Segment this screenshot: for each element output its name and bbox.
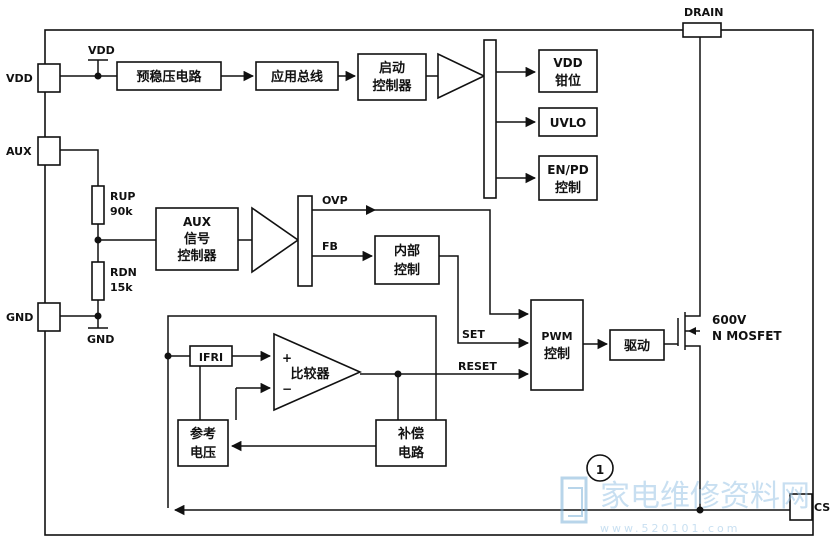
vref-label-1: 参考 [190,426,216,442]
enpd-label-2: 控制 [555,180,581,196]
pwm-label-2: 控制 [544,346,570,362]
preregulator-label: 预稳压电路 [136,69,202,85]
aux-bus [297,195,313,287]
fb-label: FB [322,240,338,253]
aux-divider: RUP 90k RDN 15k [60,149,156,316]
uvlo-label: UVLO [550,116,586,130]
vdd-node-label: VDD [88,44,115,57]
chip-outline [44,29,814,536]
pin-drain: DRAIN [682,6,723,38]
startup-label-1: 启动 [379,60,405,76]
driver-label: 驱动 [624,339,650,354]
app-bus-block: 应用总线 [255,61,339,91]
app-bus-label: 应用总线 [271,69,323,85]
aux-buffer [251,206,300,274]
enpd-block: EN/PD 控制 [538,155,598,201]
pin-vdd: VDD [6,63,61,93]
ifri-label: IFRI [199,351,223,364]
rdn-label: RDN [110,266,137,279]
vdd-node: VDD [60,44,117,80]
rdn-value: 15k [110,281,133,294]
startup-label-2: 控制器 [372,78,412,94]
pin-aux-label: AUX [6,145,32,158]
resistor-rup [91,185,105,225]
gnd-node-label: GND [87,333,114,346]
marker-1-label: 1 [596,463,604,477]
internal-control-block: 内部 控制 [374,235,440,285]
enpd-label-1: EN/PD [547,163,588,177]
gnd-node: GND [60,312,114,346]
internal-label-2: 控制 [394,262,420,278]
pin-cs-label: CS [814,501,830,514]
pin-cs: CS [789,493,830,521]
set-label: SET [462,328,485,341]
ovp-label: OVP [322,194,348,207]
pwm-label-1: PWM [541,330,572,343]
rup-value: 90k [110,205,133,218]
startup-buffer [437,52,486,100]
reference-voltage-block: 参考 电压 [177,419,229,467]
aux-ctrl-label-2: 信号 [184,231,210,247]
pin-vdd-label: VDD [6,72,33,85]
marker-1: 1 [586,454,614,482]
pin-drain-label: DRAIN [684,6,723,19]
resistor-rdn [91,261,105,301]
watermark-logo-icon [560,476,588,524]
internal-label-1: 内部 [394,243,420,259]
rup-label: RUP [110,190,135,203]
comp-minus: − [282,382,292,396]
aux-ctrl-label-3: 控制器 [177,248,217,264]
startup-controller-block: 启动 控制器 [357,53,427,101]
uvlo-block: UVLO [538,107,598,137]
mosfet-symbol: 600V N MOSFET [677,37,782,510]
aux-controller-block: AUX 信号 控制器 [155,207,239,271]
vref-label-2: 电压 [190,445,216,461]
preregulator-block: 预稳压电路 [116,61,222,91]
driver-block: 驱动 [609,329,665,361]
watermark-url: www.520101.com [600,522,740,535]
watermark-text: 家电维修资料网 [600,479,810,514]
ifri-block: IFRI [189,345,233,367]
vdd-clamp-block: VDD 钳位 [538,49,598,93]
output-bus [483,39,497,199]
vdd-clamp-label-1: VDD [553,56,582,70]
comp-net-label-2: 电路 [398,445,425,461]
pwm-control-block: PWM 控制 [530,299,584,391]
comp-net-label-1: 补偿 [397,426,424,442]
comp-plus: + [282,351,292,365]
mosfet-type: N MOSFET [712,329,782,343]
comparator-block: + − 比较器 [273,332,362,412]
aux-ctrl-label-1: AUX [183,215,212,229]
reset-label: RESET [458,360,497,373]
comparator-label: 比较器 [290,366,330,382]
watermark: 家电维修资料网 www.520101.com [560,476,810,535]
pin-aux: AUX [6,136,61,166]
pin-gnd: GND [6,302,61,332]
mosfet-rating: 600V [712,313,747,327]
vdd-clamp-label-2: 钳位 [555,73,581,89]
pin-gnd-label: GND [6,311,33,324]
compensation-block: 补偿 电路 [375,419,447,467]
